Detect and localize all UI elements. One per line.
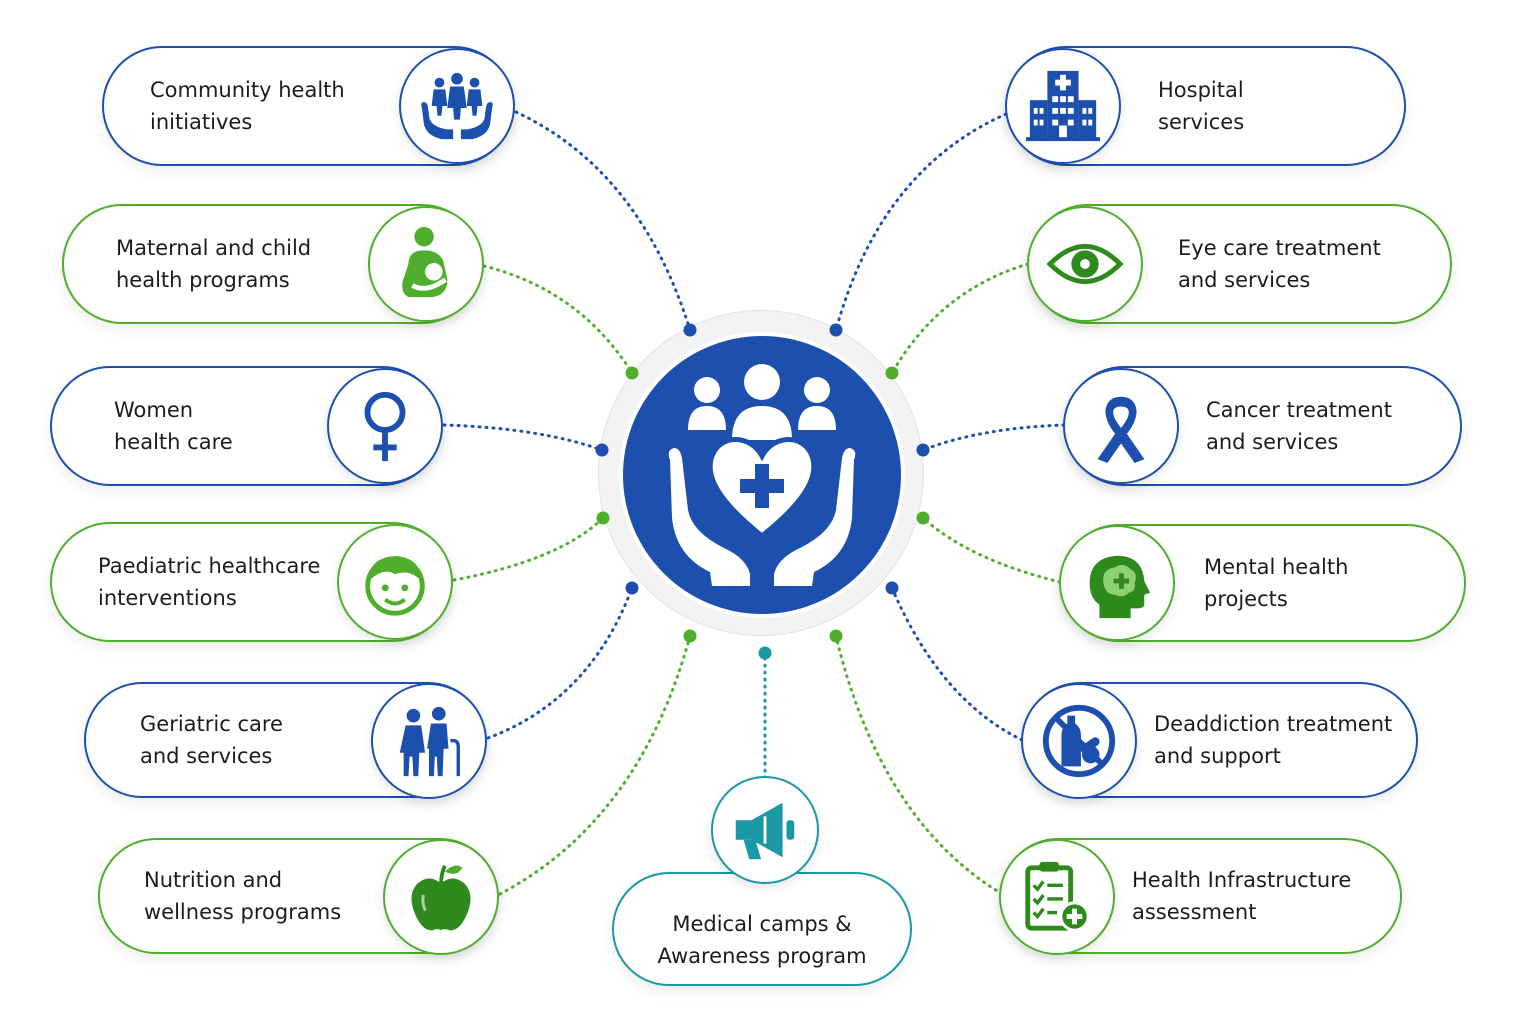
hub-dot-geriatric bbox=[625, 581, 639, 595]
node-mental-health: Mental health projects bbox=[1059, 524, 1466, 642]
icon-badge bbox=[337, 524, 453, 640]
connector-hospital bbox=[834, 112, 1008, 332]
connector-women bbox=[442, 423, 604, 452]
hub-dot-deaddiction bbox=[885, 581, 899, 595]
megaphone-icon bbox=[735, 802, 795, 860]
connector-eye bbox=[890, 262, 1030, 375]
elderly-couple-icon bbox=[399, 706, 460, 777]
icon-badge bbox=[1063, 368, 1179, 484]
node-women-health: Women health care bbox=[50, 366, 443, 486]
connector-infrastructure bbox=[834, 634, 1004, 896]
node-maternal-child: Maternal and child health programs bbox=[62, 204, 484, 324]
node-label: Eye care treatment and services bbox=[1178, 236, 1381, 292]
connector-geriatric bbox=[486, 586, 634, 740]
connector-cancer bbox=[921, 423, 1066, 452]
hub-dot-women bbox=[595, 443, 609, 457]
node-label: Hospital services bbox=[1158, 78, 1245, 134]
icon-badge bbox=[371, 683, 487, 799]
hub-dot-mental bbox=[916, 511, 930, 525]
node-eye-care: Eye care treatment and services bbox=[1027, 204, 1452, 324]
node-hospital-services: Hospital services bbox=[1005, 46, 1406, 166]
node-label: Health Infrastructure assessment bbox=[1132, 868, 1352, 924]
hub-dot-community bbox=[683, 323, 697, 337]
people-in-hands-icon bbox=[421, 72, 493, 140]
node-cancer-treatment: Cancer treatment and services bbox=[1063, 366, 1462, 486]
icon-badge bbox=[368, 206, 484, 322]
node-label: Cancer treatment and services bbox=[1206, 398, 1392, 454]
connector-community bbox=[514, 110, 692, 332]
node-community-health: Community health initiatives bbox=[102, 46, 515, 166]
awareness-ribbon-icon bbox=[1097, 396, 1145, 464]
eye-icon bbox=[1046, 244, 1124, 284]
apple-icon bbox=[411, 864, 471, 931]
hub-dot-maternal bbox=[625, 366, 639, 380]
node-nutrition-wellness: Nutrition and wellness programs bbox=[98, 838, 499, 955]
node-label: Women health care bbox=[114, 398, 233, 454]
icon-badge bbox=[383, 839, 499, 955]
head-brain-icon bbox=[1089, 555, 1151, 619]
connector-deaddiction bbox=[890, 586, 1024, 742]
connector-nutrition bbox=[498, 634, 692, 896]
node-label: Community health initiatives bbox=[150, 78, 345, 134]
icon-badge bbox=[711, 776, 819, 884]
node-label: Mental health projects bbox=[1204, 555, 1349, 611]
node-label: Medical camps & Awareness program bbox=[657, 912, 867, 968]
node-geriatric-care: Geriatric care and services bbox=[84, 682, 487, 799]
hub-dot-infrastructure bbox=[829, 629, 843, 643]
hub-dot-hospital bbox=[829, 323, 843, 337]
hospital-building-icon bbox=[1025, 70, 1101, 142]
hub-dot-eye bbox=[885, 366, 899, 380]
no-addiction-icon bbox=[1042, 704, 1116, 778]
icon-badge bbox=[1021, 683, 1137, 799]
mother-child-icon bbox=[402, 226, 448, 298]
female-symbol-icon bbox=[364, 391, 406, 462]
clipboard-checklist-icon bbox=[1025, 861, 1090, 932]
node-label: Paediatric healthcare interventions bbox=[98, 554, 321, 610]
connector-maternal bbox=[482, 264, 634, 375]
icon-badge bbox=[1059, 525, 1175, 641]
hub-dot-medical bbox=[758, 646, 772, 660]
connector-paediatric bbox=[452, 516, 605, 582]
node-label: Maternal and child health programs bbox=[116, 236, 312, 292]
node-label: Geriatric care and services bbox=[140, 712, 283, 768]
hub-dot-nutrition bbox=[683, 629, 697, 643]
icon-badge bbox=[327, 368, 443, 484]
node-label: Nutrition and wellness programs bbox=[144, 868, 342, 924]
hub-dot-paediatric bbox=[596, 511, 610, 525]
node-health-infrastructure: Health Infrastructure assessment bbox=[999, 838, 1402, 955]
child-face-icon bbox=[365, 556, 425, 616]
hands-heart-people-icon bbox=[668, 364, 856, 586]
center-hub bbox=[623, 336, 901, 614]
icon-badge bbox=[1027, 206, 1143, 322]
node-deaddiction: Deaddiction treatment and support bbox=[1021, 682, 1418, 799]
node-label: Deaddiction treatment and support bbox=[1154, 712, 1393, 768]
node-paediatric-healthcare: Paediatric healthcare interventions bbox=[50, 522, 453, 642]
icon-badge bbox=[999, 839, 1115, 955]
hub-dot-cancer bbox=[916, 443, 930, 457]
node-medical-camps: Medical camps & Awareness program bbox=[612, 872, 912, 986]
icon-badge bbox=[399, 48, 515, 164]
connector-mental bbox=[921, 516, 1062, 584]
icon-badge bbox=[1005, 48, 1121, 164]
